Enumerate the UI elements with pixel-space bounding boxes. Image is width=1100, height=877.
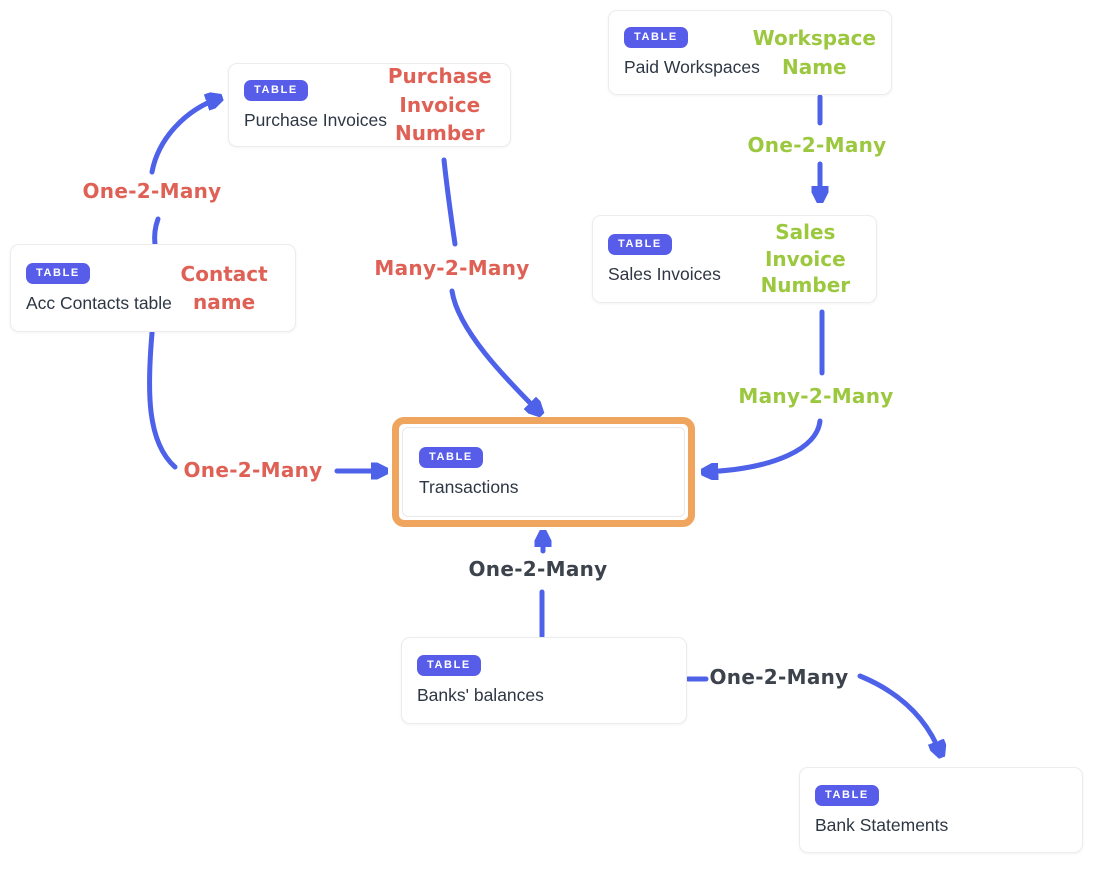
table-badge: TABLE xyxy=(815,784,879,806)
table-card-acc-contacts[interactable]: TABLE Acc Contacts table Contact name xyxy=(10,244,296,332)
field-label-workspace-name[interactable]: Workspace Name xyxy=(752,26,876,79)
field-label-sales-invoice-number[interactable]: Sales Invoice Number xyxy=(760,220,851,298)
table-name: Bank Statements xyxy=(815,814,949,835)
table-name: Transactions xyxy=(419,476,519,497)
table-badge: TABLE xyxy=(26,262,90,284)
edge-purchase-invoices-to-transactions-seg2[interactable] xyxy=(449,288,540,413)
relationship-label-banks-balances-bank-statements[interactable]: One-2-Many xyxy=(709,665,849,689)
table-name: Paid Workspaces xyxy=(624,57,760,77)
relationship-label-acc-contacts-transactions[interactable]: One-2-Many xyxy=(183,458,323,482)
table-badge: TABLE xyxy=(244,79,308,101)
table-card-purchase-invoices[interactable]: TABLE Purchase Invoices Purchase Invoice… xyxy=(228,63,511,147)
table-badge: TABLE xyxy=(419,446,483,468)
field-label-contact-name[interactable]: Contact name xyxy=(180,261,268,314)
relationship-label-sales-invoices-transactions[interactable]: Many-2-Many xyxy=(738,384,894,408)
table-badge: TABLE xyxy=(608,233,672,255)
relationship-label-purchase-invoices-transactions[interactable]: Many-2-Many xyxy=(374,256,530,280)
table-name: Sales Invoices xyxy=(608,263,721,284)
edge-acc-contacts-to-transactions-seg1[interactable] xyxy=(146,330,178,470)
relationship-label-banks-balances-transactions[interactable]: One-2-Many xyxy=(468,557,608,581)
table-card-paid-workspaces[interactable]: TABLE Paid Workspaces Workspace Name xyxy=(608,10,892,95)
edge-acc-contacts-to-purchase-invoices-seg1[interactable] xyxy=(152,216,161,248)
table-badge: TABLE xyxy=(624,27,688,48)
edge-purchase-invoices-to-transactions-seg1[interactable] xyxy=(441,157,458,247)
table-name: Acc Contacts table xyxy=(26,292,172,313)
edge-banks-balances-to-bank-statements-seg2[interactable] xyxy=(857,673,941,755)
relationship-label-acc-contacts-purchase-invoices[interactable]: One-2-Many xyxy=(82,179,222,203)
transactions-card-inner: TABLE Transactions xyxy=(402,427,685,517)
relationship-label-paid-workspaces-sales-invoices[interactable]: One-2-Many xyxy=(747,133,887,157)
table-card-banks-balances[interactable]: TABLE Banks' balances xyxy=(401,637,687,724)
edge-sales-invoices-to-transactions-seg2[interactable] xyxy=(704,418,823,472)
field-label-purchase-invoice-number[interactable]: Purchase Invoice Number xyxy=(387,64,492,146)
table-card-sales-invoices[interactable]: TABLE Sales Invoices Sales Invoice Numbe… xyxy=(592,215,877,303)
table-card-transactions[interactable]: TABLE Transactions xyxy=(392,417,695,527)
table-name: Banks' balances xyxy=(417,685,544,705)
table-name: Purchase Invoices xyxy=(244,109,387,130)
table-card-bank-statements[interactable]: TABLE Bank Statements xyxy=(799,767,1083,853)
edge-acc-contacts-to-purchase-invoices-seg2[interactable] xyxy=(149,98,220,175)
table-badge: TABLE xyxy=(417,655,481,676)
